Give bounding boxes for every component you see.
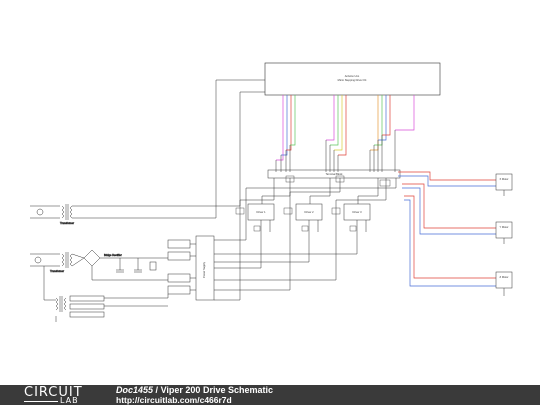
transformer-1: Transformer (30, 204, 240, 225)
transformer-2-label: Transformer (50, 269, 64, 273)
power-distribution (190, 239, 357, 301)
transformer-1-label: Transformer (60, 221, 74, 225)
motor-y-label: Y Motor (499, 225, 508, 229)
logo-underline (24, 401, 58, 402)
doc-title: Viper 200 Drive Schematic (160, 385, 273, 395)
driver-bus-wires (275, 130, 396, 172)
driver-2: Driver 2 (295, 203, 323, 221)
logo-brand-bottom: LAB (60, 396, 79, 405)
driver-3: Driver 3 (343, 203, 371, 221)
doc-url[interactable]: http://circuitlab.com/c466r7d (116, 395, 232, 405)
motor-z: Z Motor (495, 271, 513, 296)
transformer-2: Transformer (30, 252, 73, 273)
controller-feed-wires (215, 79, 250, 218)
driver-2-label: Driver 2 (304, 210, 314, 214)
strip-to-driver-wires (239, 178, 397, 300)
controller-subtitle: Micro Stepping Driver Kit (338, 78, 367, 82)
document-title-line: Doc1455 / Viper 200 Drive Schematic (116, 385, 273, 395)
motor-y: Y Motor (495, 221, 513, 244)
terminal-block-label: Terminal Block (326, 172, 344, 176)
controller-board: Arduino Uno Micro Stepping Driver Kit (250, 62, 441, 96)
doc-separator: / (155, 385, 159, 395)
bridge-rectifier: Bridge Rectifier (71, 249, 168, 280)
terminal-strip: Terminal Block (267, 169, 401, 179)
driver-support-components (235, 175, 391, 232)
power-supply-label: Power Supply (202, 261, 206, 278)
motor-z-label: Z Motor (500, 275, 509, 279)
lower-power-section (43, 266, 169, 322)
footer-bar: CIRCUIT LAB Doc1455 / Viper 200 Drive Sc… (0, 385, 540, 405)
power-supply-blocks (167, 235, 215, 301)
driver-1: Driver 1 (247, 203, 275, 221)
circuitlab-logo[interactable]: CIRCUIT LAB (24, 385, 102, 405)
doc-id: Doc1455 (116, 385, 154, 395)
driver-1-label: Driver 1 (256, 210, 266, 214)
driver-3-label: Driver 3 (352, 210, 362, 214)
filter-components (92, 258, 168, 281)
signal-wires (276, 95, 415, 161)
logo-brand-top: CIRCUIT (24, 385, 83, 400)
schematic-canvas: Arduino Uno Micro Stepping Driver Kit (30, 62, 513, 322)
bridge-label: Bridge Rectifier (104, 253, 122, 257)
motor-x: X Motor (495, 173, 513, 196)
motor-x-label: X Motor (499, 177, 508, 181)
controller-title: Arduino Uno (345, 74, 360, 78)
motor-wires (398, 171, 496, 287)
